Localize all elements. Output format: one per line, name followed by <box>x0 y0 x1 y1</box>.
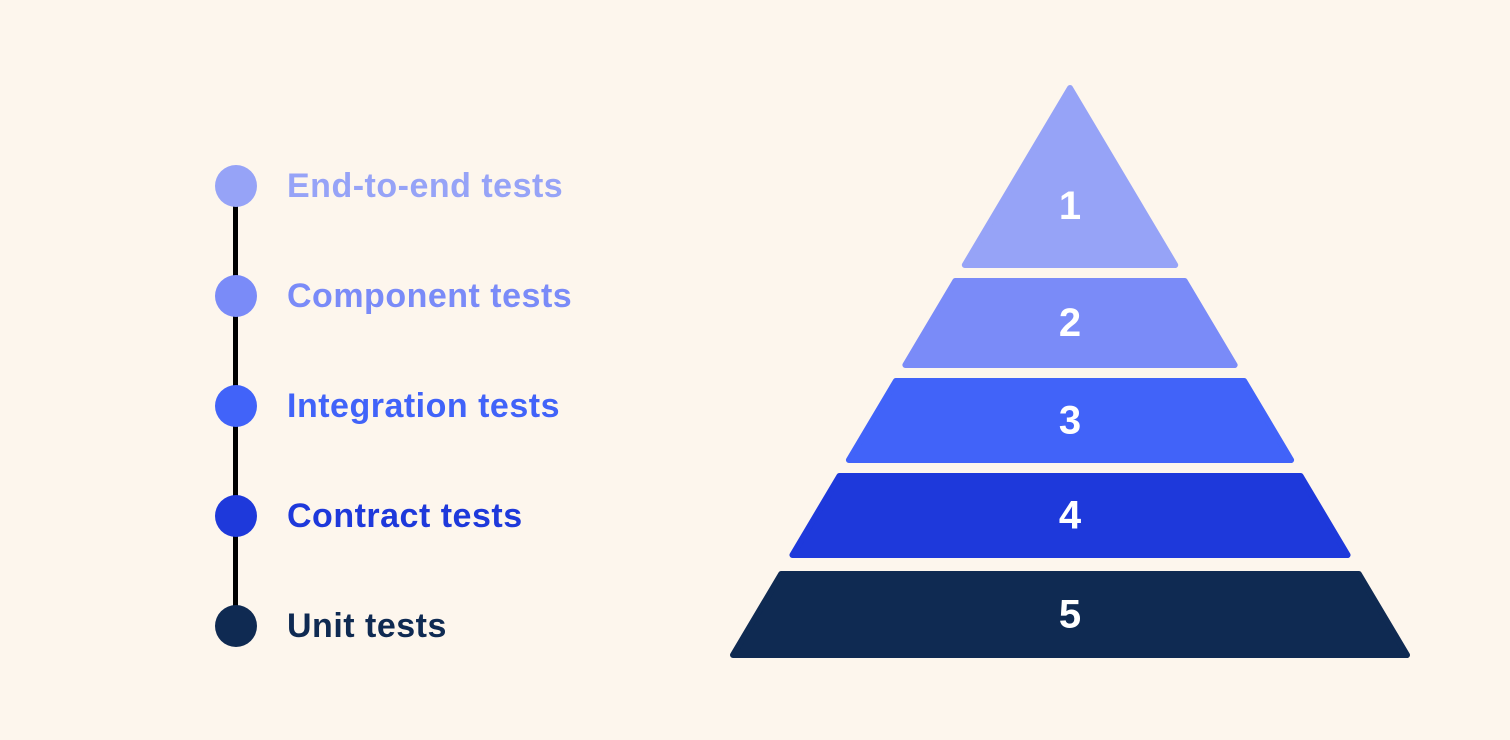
legend-label: Unit tests <box>287 607 447 645</box>
pyramid-level-2 <box>902 278 1238 368</box>
pyramid-svg: 1 2 3 4 5 <box>730 85 1410 658</box>
pyramid-level-5 <box>730 571 1410 658</box>
legend-label: Contract tests <box>287 497 523 535</box>
legend-dot <box>215 275 257 317</box>
legend-dot <box>215 165 257 207</box>
legend-dot <box>215 385 257 427</box>
legend-item-integration-tests: Integration tests <box>215 385 560 427</box>
legend-label: Component tests <box>287 277 573 315</box>
legend-item-contract-tests: Contract tests <box>215 495 523 537</box>
pyramid-level-number: 3 <box>1059 399 1081 443</box>
pyramid-level-number: 1 <box>1059 184 1081 228</box>
pyramid-level-3 <box>845 378 1295 463</box>
pyramid: 1 2 3 4 5 <box>690 70 1450 670</box>
legend-label: Integration tests <box>287 387 560 425</box>
pyramid-level-1 <box>961 85 1179 268</box>
pyramid-level-number: 5 <box>1059 593 1081 637</box>
pyramid-level-number: 2 <box>1059 301 1081 345</box>
legend: End-to-end tests Component tests Integra… <box>215 0 695 740</box>
legend-label: End-to-end tests <box>287 167 564 205</box>
pyramid-level-4 <box>789 473 1351 558</box>
legend-item-component-tests: Component tests <box>215 275 572 317</box>
pyramid-level-number: 4 <box>1059 494 1082 538</box>
legend-item-end-to-end-tests: End-to-end tests <box>215 165 563 207</box>
legend-item-unit-tests: Unit tests <box>215 605 447 647</box>
legend-dot <box>215 495 257 537</box>
legend-dot <box>215 605 257 647</box>
